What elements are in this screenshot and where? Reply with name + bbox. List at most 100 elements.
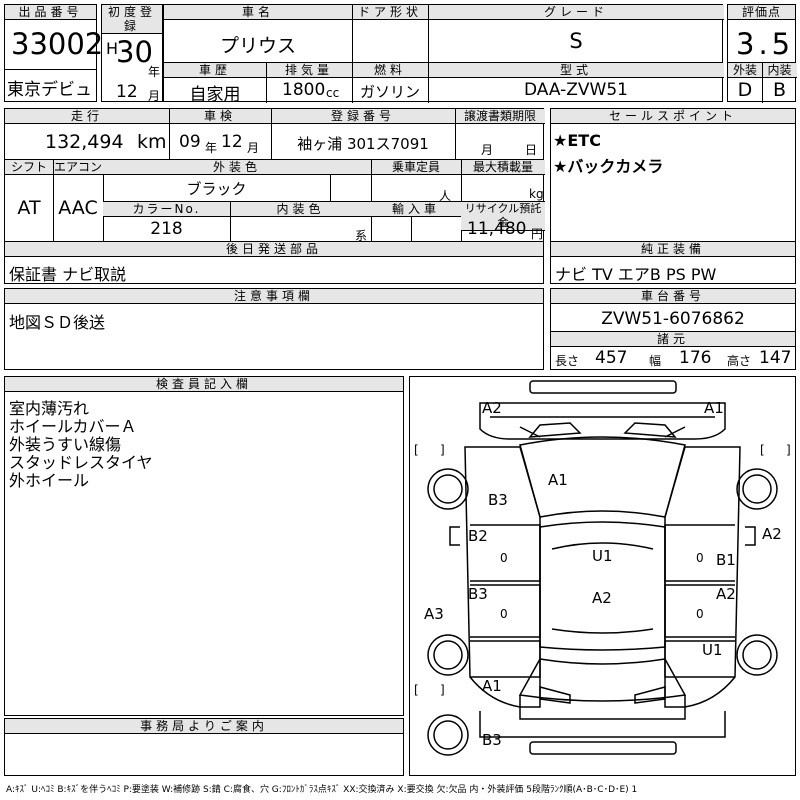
ac: AAC [58, 197, 98, 219]
score: 3.5 [736, 27, 795, 61]
interior-grade-label: 内装 [762, 63, 797, 78]
int-color-unit: 系 [355, 229, 368, 243]
lot-label: 出品番号 [5, 5, 96, 20]
mileage-label: 走行 [5, 109, 169, 124]
damage-legend: A:ｷｽﾞ U:ﾍｺﾐ B:ｷｽﾞを伴うﾍｺﾐ P:要塗装 W:補修跡 S:錆 … [6, 785, 638, 795]
inspection-month: 12 [221, 132, 243, 152]
mark-zero-4: 0 [696, 607, 704, 621]
ext-color: ブラック [186, 180, 247, 198]
plate: 袖ヶ浦 301ス7091 [297, 135, 429, 153]
import-label: 輸入車 [371, 202, 461, 217]
lot-box: 出品番号 33002 東京デビュ [4, 4, 103, 102]
bracket-left-3: [ [414, 683, 419, 697]
capacity-unit: 人 [439, 189, 452, 203]
mark-roof: U1 [592, 547, 613, 565]
inspector-line-2: ホイールカバーＡ [9, 417, 137, 436]
height: 147 [759, 348, 792, 368]
transfer-label: 譲渡書類期限 [455, 109, 545, 124]
office-box: 事務局よりご案内 [4, 718, 404, 776]
interior-grade: B [772, 79, 787, 101]
sales-label: セールスポイント [551, 109, 795, 124]
color-no: 218 [150, 219, 183, 239]
shift: AT [17, 197, 41, 219]
grade: S [569, 29, 583, 53]
car-outline-diagram [427, 380, 778, 756]
mark-left-rear-door: B3 [468, 585, 488, 603]
displacement-label: 排気量 [266, 63, 352, 78]
mark-top-left: A2 [482, 399, 502, 417]
sales-box: セールスポイント ★ETC ★バックカメラ 純正装備 ナビ TV エアB PS … [550, 108, 796, 284]
mileage-unit: km [137, 131, 167, 153]
sales-item-2: ★バックカメラ [553, 157, 664, 176]
notes-text: 地図ＳＤ後送 [9, 313, 106, 332]
recycle-unit: 円 [531, 227, 544, 241]
mark-right-front-fender: A2 [762, 525, 782, 543]
lot-number: 33002 [11, 27, 104, 61]
mark-hood: A1 [548, 471, 568, 489]
dims-label: 諸元 [551, 332, 795, 347]
recycle-label: リサイクル預託金 [461, 202, 545, 231]
mark-front-left-fender: B3 [488, 491, 508, 509]
inspector-box: 検査員記入欄 室内薄汚れ ホイールカバーＡ 外装うすい線傷 スタッドレスタイヤ … [4, 376, 404, 716]
length-label: 長さ [555, 354, 580, 368]
fuel-label: 燃料 [352, 63, 428, 78]
mark-right-front-door: B1 [716, 551, 736, 569]
later-parts: 保証書 ナビ取説 [9, 265, 127, 284]
mark-rear-left: A1 [482, 677, 502, 695]
door-label: ドア形状 [352, 5, 428, 20]
score-label: 評価点 [728, 5, 795, 20]
first-reg-month: 12 [116, 82, 138, 102]
model-label: 型式 [428, 63, 724, 78]
mark-right-quarter: U1 [702, 641, 723, 659]
capacity-label: 乗車定員 [371, 160, 461, 175]
plate-label: 登録番号 [271, 109, 455, 124]
displacement: 1800 [282, 80, 326, 100]
inspector-label: 検査員記入欄 [5, 377, 403, 392]
ext-color-label: 外装色 [103, 160, 371, 175]
grade-label: グレード [428, 5, 724, 20]
transfer-month-unit: 月 [481, 143, 494, 157]
mileage: 132,494 [45, 131, 124, 153]
later-label: 後日発送部品 [5, 242, 543, 257]
recycle: 11,480 [467, 219, 527, 239]
bracket-left-1: [ [414, 443, 419, 457]
inspection-month-unit: 月 [247, 141, 260, 155]
fuel: ガソリン [359, 83, 420, 101]
era: H [106, 39, 119, 58]
history-label: 車歴 [164, 63, 266, 78]
first-reg-box: 初度登録 H 30 年 12 月 [101, 4, 163, 103]
office-label: 事務局よりご案内 [5, 719, 403, 734]
mark-zero-3: 0 [696, 551, 704, 565]
mark-trunk: A2 [592, 589, 612, 607]
mark-top-right: A1 [704, 399, 724, 417]
load-label: 最大積載量 [461, 160, 545, 175]
first-reg-year: 30 [116, 35, 153, 69]
bracket-left-2: [ [760, 443, 765, 457]
sales-item-1: ★ETC [553, 131, 601, 150]
year-unit: 年 [148, 65, 161, 79]
venue: 東京デビュ [7, 80, 92, 100]
bracket-right-1: ] [440, 443, 445, 457]
exterior-grade-label: 外装 [728, 63, 762, 78]
shift-label: シフト [5, 160, 53, 175]
int-color-label: 内装色 [230, 202, 371, 217]
chassis-box: 車台番号 ZVW51-6076862 諸元 長さ 457 幅 176 高さ 14… [550, 288, 796, 370]
bracket-right-3: ] [440, 683, 445, 697]
car-name-label: 車名 [164, 5, 352, 20]
inspector-line-1: 室内薄汚れ [9, 399, 90, 418]
displacement-unit: cc [326, 86, 340, 100]
load-unit: kg [529, 187, 544, 201]
mark-left-quarter: A3 [424, 605, 444, 623]
model: DAA-ZVW51 [523, 80, 628, 100]
bracket-right-2: ] [786, 443, 791, 457]
exterior-grade: D [737, 79, 753, 101]
width-label: 幅 [649, 354, 662, 368]
inspector-line-4: スタッドレスタイヤ [9, 453, 153, 472]
height-label: 高さ [727, 354, 752, 368]
mark-zero-2: 0 [500, 607, 508, 621]
mark-right-rear-door: A2 [716, 585, 736, 603]
chassis-number: ZVW51-6076862 [601, 309, 745, 329]
car-name: プリウス [219, 35, 296, 57]
transfer-day-unit: 日 [525, 143, 538, 157]
history: 自家用 [189, 85, 241, 105]
